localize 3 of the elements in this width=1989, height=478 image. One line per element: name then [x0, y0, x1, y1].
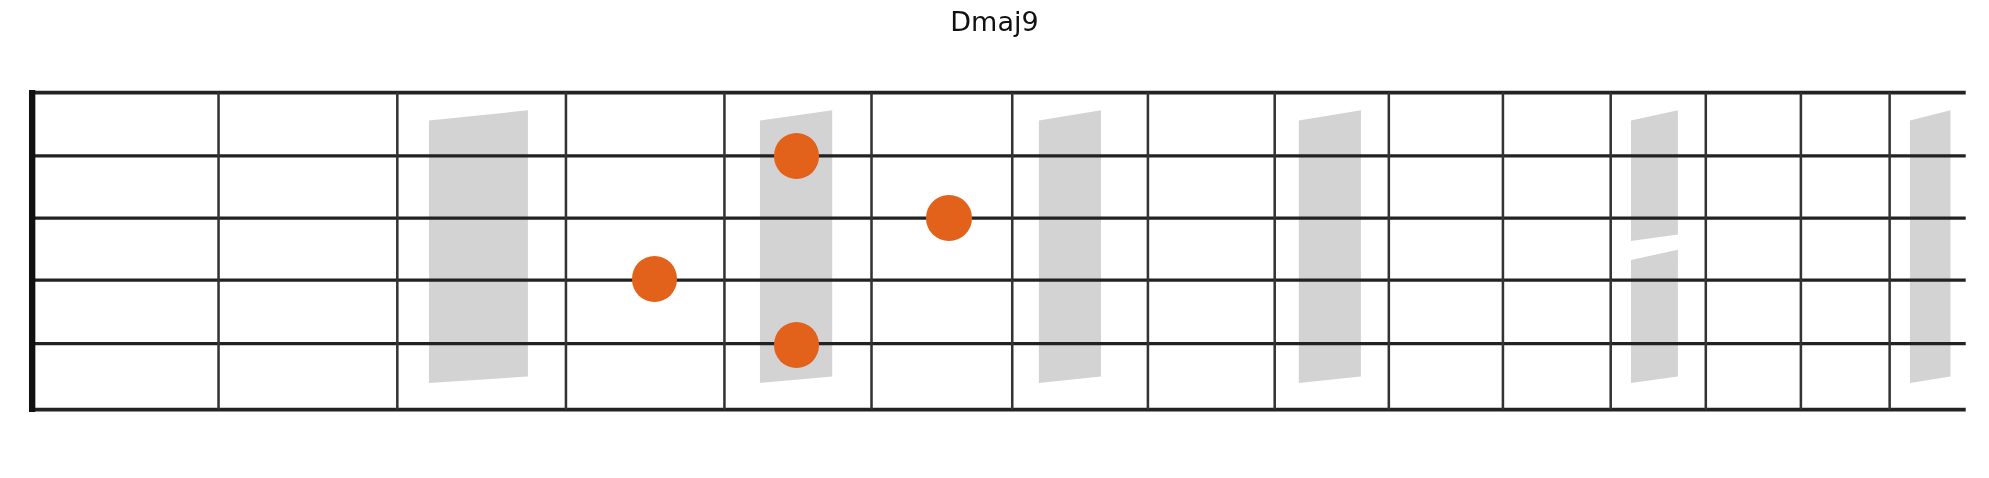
finger-dot	[631, 256, 678, 302]
finger-dot	[926, 195, 972, 241]
chord-title: Dmaj9	[950, 6, 1039, 37]
